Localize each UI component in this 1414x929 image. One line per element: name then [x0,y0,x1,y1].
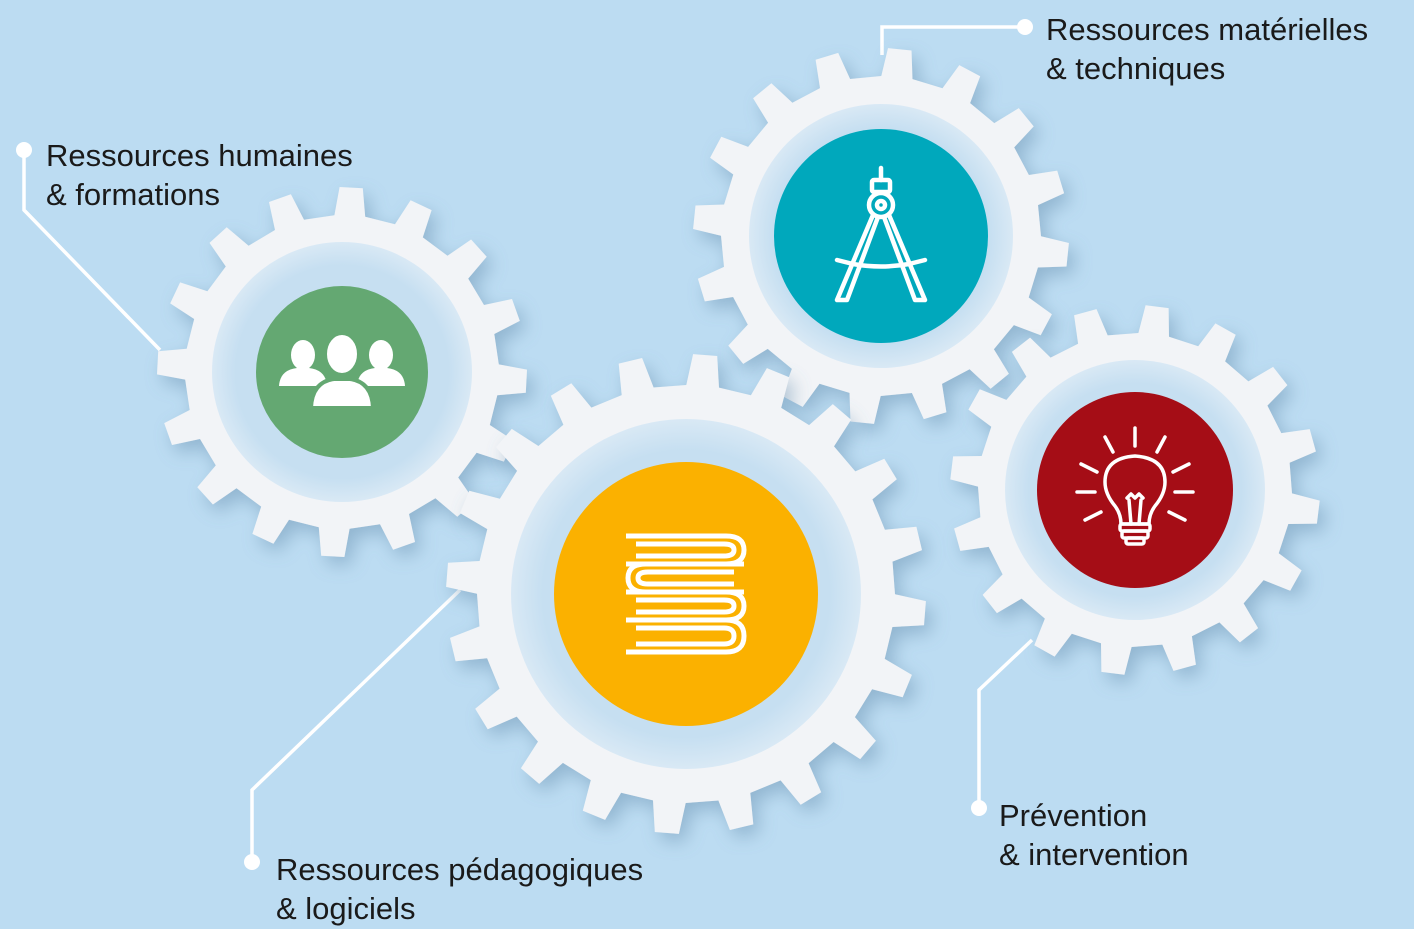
label-prevention-line2: & intervention [999,837,1189,872]
gear-material [693,48,1069,424]
connector-dot-pedagogical [244,854,260,870]
connector-human [22,150,162,352]
lightbulb-icon [1075,426,1195,546]
label-pedagogical: Ressources pédagogiques & logiciels [276,850,643,928]
gear-disc-prevention [1037,392,1233,588]
book-stack-icon [625,533,747,655]
label-material-line2: & techniques [1046,51,1226,86]
connector-dot-material [1017,19,1033,35]
label-pedagogical-line2: & logiciels [276,891,416,926]
label-material: Ressources matérielles & techniques [1046,10,1368,88]
connector-dots [16,19,1033,870]
gear-disc-material [774,129,988,343]
label-human-line1: Ressources humaines [46,138,353,173]
drafting-compass-icon [834,165,928,303]
label-pedagogical-line1: Ressources pédagogiques [276,852,644,887]
label-human-line2: & formations [46,177,221,212]
gear-pedagogical [446,354,926,834]
label-prevention-line1: Prévention [999,798,1148,833]
label-material-line1: Ressources matérielles [1046,12,1369,47]
connector-material [880,25,1025,55]
connector-prevention [977,638,1034,808]
label-human: Ressources humaines & formations [46,136,353,214]
connector-dot-human [16,142,32,158]
connector-dot-prevention [971,800,987,816]
label-prevention: Prévention & intervention [999,796,1189,874]
connector-lines [22,25,1034,862]
people-group-icon [279,331,405,410]
gear-prevention [950,305,1320,675]
connector-pedagogical [250,588,462,862]
